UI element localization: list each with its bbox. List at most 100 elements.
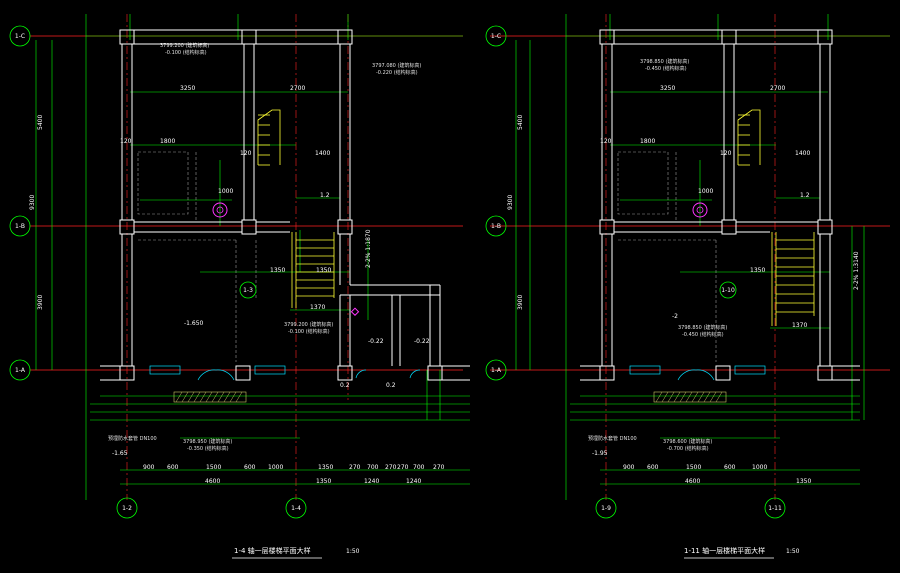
elev-low-2: -0.350 (结构标高)	[187, 445, 229, 452]
dim-sub-1: 1800	[160, 138, 175, 145]
axis-bubble-col-left-right	[595, 497, 617, 519]
axis-bubble-col-right	[285, 497, 307, 519]
axis-bubble-b-right	[485, 215, 507, 237]
elev-low-right: 3798.600 (建筑标高)	[663, 438, 712, 445]
axis-bubble-col-right-right	[764, 497, 786, 519]
floor-drain-right-icon	[692, 202, 708, 218]
dim-small-9: 1350	[270, 267, 285, 274]
bottom-dim-1: 900	[143, 464, 155, 471]
dim-vert-segment-2: 3900	[37, 295, 44, 310]
bottom-dim-3-right: 1500	[686, 464, 701, 471]
callout-label-right: 1-10	[721, 287, 735, 294]
dim-top-1-right: 3250	[660, 85, 675, 92]
level-f: 0.2	[386, 382, 396, 389]
bottom-total-2: 1350	[316, 478, 331, 485]
elev-mid-right: 3798.850 (建筑标高)	[678, 324, 727, 331]
dim-small-9-right: 1350	[750, 267, 765, 274]
bottom-dim-10: 270	[397, 464, 409, 471]
dim-top-1: 3250	[180, 85, 195, 92]
dashed-lines-left	[137, 151, 257, 362]
dim-sub-2: 1400	[315, 150, 330, 157]
bottom-dim-2-right: 600	[647, 464, 659, 471]
dim-small-10: 1350	[316, 267, 331, 274]
axis-bubble-b	[9, 215, 31, 237]
bottom-dim-6: 1350	[318, 464, 333, 471]
axis-label-col-left-right: 1-9	[601, 505, 611, 512]
dim-top-2: 2700	[290, 85, 305, 92]
bottom-dim-2: 600	[167, 464, 179, 471]
bottom-dim-5-right: 1000	[752, 464, 767, 471]
level-a-right: -2	[672, 313, 678, 320]
dim-small-3-right: 1000	[698, 188, 713, 195]
plan-scale-right: 1:50	[786, 548, 800, 555]
dim-small-2-right: 120	[720, 150, 732, 157]
callout-circle	[239, 281, 257, 299]
dim-small-12: 1.2	[320, 192, 330, 199]
bottom-dim-7: 270	[349, 464, 361, 471]
elev-mid: 3799.200 (建筑标高)	[284, 321, 333, 328]
hatch-strip-left	[173, 391, 247, 403]
doors-left	[149, 365, 421, 381]
bottom-dim-1-right: 900	[623, 464, 635, 471]
bottom-total-1-right: 4600	[685, 478, 700, 485]
dim-sub-2-right: 1400	[795, 150, 810, 157]
level-d: -0.22	[414, 338, 430, 345]
pipe-note: 预埋防水套管 DN100	[108, 435, 157, 442]
axis-bubble-c	[9, 25, 31, 47]
elev-top-left-2-right: -0.450 (结构标高)	[645, 65, 687, 72]
plan-scale: 1:50	[346, 548, 360, 555]
dim-top-2-right: 2700	[770, 85, 785, 92]
axis-label-col-right-right: 1-11	[768, 505, 782, 512]
dim-small-11: 1370	[310, 304, 325, 311]
bottom-dim-11: 700	[413, 464, 425, 471]
elev-top-left-right: 3798.850 (建筑标高)	[640, 58, 689, 65]
hatch-strip-right	[653, 391, 727, 403]
dimension-lines-left	[35, 14, 470, 500]
walls-right	[580, 29, 860, 381]
callout-circle-right	[719, 281, 737, 299]
level-c: -0.22	[368, 338, 384, 345]
axis-bubble-a	[9, 359, 31, 381]
axis-label-col-right: 1-4	[291, 505, 301, 512]
bottom-dim-4-right: 600	[724, 464, 736, 471]
doors-right	[629, 365, 766, 381]
bottom-total-1: 4600	[205, 478, 220, 485]
bottom-total-3: 1240	[364, 478, 379, 485]
bottom-dim-5: 1000	[268, 464, 283, 471]
elev-top-left-2: -0.100 (结构标高)	[165, 49, 207, 56]
axis-label-col-left: 1-2	[122, 505, 132, 512]
bottom-dim-3: 1500	[206, 464, 221, 471]
elev-mid-2: -0.100 (结构标高)	[288, 328, 330, 335]
dim-small-1-right: 120	[600, 138, 612, 145]
level-b-right: -1.95	[592, 450, 608, 457]
axis-label-a-right: 1-A	[491, 367, 502, 374]
dim-small-10-right: 1370	[792, 322, 807, 329]
axis-label-b: 1-B	[15, 223, 25, 230]
dim-small-3: 1000	[218, 188, 233, 195]
axis-bubble-c-right	[485, 25, 507, 47]
axis-label-a: 1-A	[15, 367, 26, 374]
plan-title-right: 1-11 轴一层楼梯平面大样	[684, 546, 765, 555]
bottom-dim-4: 600	[244, 464, 256, 471]
dim-vert-segment-1: 5400	[37, 115, 44, 130]
elev-low: 3798.950 (建筑标高)	[183, 438, 232, 445]
dim-small-1: 120	[120, 138, 132, 145]
dimension-lines-right	[515, 14, 890, 500]
walls-left	[100, 29, 470, 381]
bottom-dim-9: 270	[385, 464, 397, 471]
axis-label-c: 1-C	[15, 33, 25, 40]
level-e: 0.2	[340, 382, 350, 389]
axis-bubble-col-left	[116, 497, 138, 519]
bottom-total-2-right: 1350	[796, 478, 811, 485]
bottom-dim-12: 270	[433, 464, 445, 471]
dim-small-2: 120	[240, 150, 252, 157]
stair-left	[257, 109, 335, 308]
dim-sub-1-right: 1800	[640, 138, 655, 145]
side-note: 2-2% 1:1870	[365, 229, 372, 268]
elev-mid-2-right: -0.450 (结构标高)	[682, 331, 724, 338]
elev-top-right: 3797.080 (建筑标高)	[372, 62, 421, 69]
dim-small-11-right: 1.2	[800, 192, 810, 199]
dim-vert-overall: 9300	[29, 195, 36, 210]
marker-diamond-icon	[350, 307, 360, 316]
